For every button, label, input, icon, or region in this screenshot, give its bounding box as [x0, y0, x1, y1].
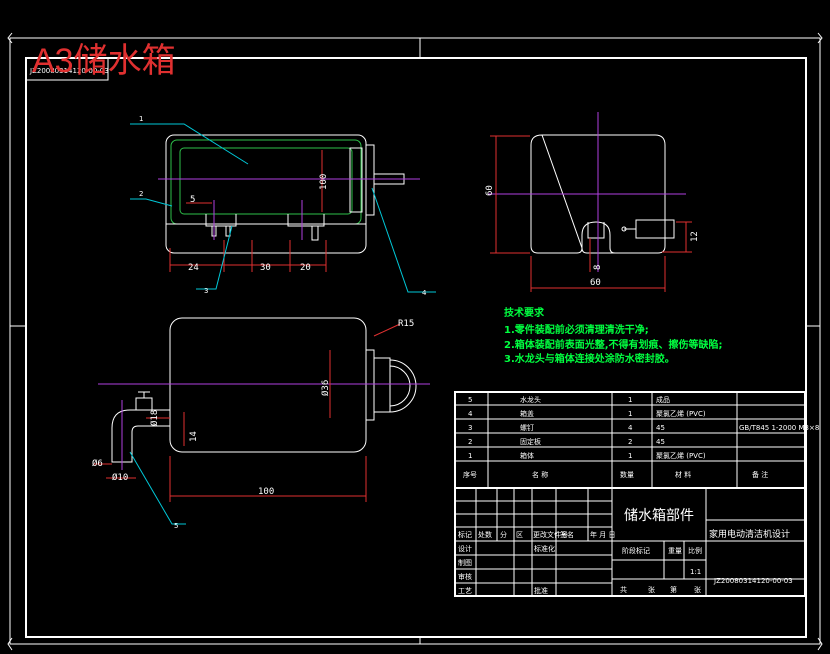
dim-20: 20 [300, 263, 311, 273]
sheet-label-2: 第 [670, 585, 677, 594]
bom-cell-qty: 4 [628, 424, 633, 432]
dim-24: 24 [188, 263, 199, 273]
tech-line-2: 2.箱体装配前表面光整,不得有划痕、擦伤等缺陷; [504, 338, 723, 351]
inner-frame [25, 57, 807, 638]
bom-cell-no: 5 [468, 396, 472, 404]
bom-cell-qty: 1 [628, 396, 632, 404]
bom-cell-name: 固定板 [520, 437, 541, 446]
top-view: 100 R15 Ø36 14 Ø18 Ø6 Ø10 5 [92, 317, 430, 530]
tech-line-3: 3.水龙头与箱体连接处涂防水密封胶。 [504, 352, 675, 365]
leader-2 [130, 198, 173, 207]
leader-4 [371, 187, 436, 293]
tech-title: 技术要求 [504, 306, 545, 319]
code-top-text: JZ20080314120-00-03 [29, 67, 109, 75]
bom-cell-material: 成品 [656, 395, 670, 404]
bom-table: 5 水龙头 1 成品 4 箱盖 1 聚氯乙烯 (PVC) 3 螺钉 4 45 GB/T845 1-200… [454, 391, 819, 489]
bom-cell-name: 螺钉 [520, 423, 534, 432]
dim-60-h: 60 [485, 185, 495, 196]
mid-label-0: 标准化 [534, 544, 555, 553]
dim-100-top: 100 [258, 487, 274, 497]
dim-18: Ø18 [149, 410, 160, 426]
bom-cell-no: 1 [468, 452, 472, 460]
sheet-title: A3储水箱 [32, 42, 176, 80]
sheet-label-3: 张 [694, 585, 701, 594]
bom-cell-material: 45 [656, 438, 665, 446]
row-label-4: 更改文件号 [533, 530, 568, 539]
row-label-3: 区 [516, 531, 523, 539]
dim-8: 8 [593, 265, 603, 270]
bom-cell-name: 水龙头 [520, 395, 541, 404]
dim-12: 12 [690, 231, 700, 242]
sheet-label-1: 张 [648, 585, 655, 594]
label-1: 1 [139, 115, 143, 123]
bom-h-qty: 数量 [620, 470, 634, 479]
bom-cell-no: 2 [468, 438, 472, 446]
side-view: 60 60 12 8 [485, 112, 700, 292]
bom-cell-qty: 2 [628, 438, 632, 446]
label-5: 5 [174, 522, 178, 530]
bom-h-material: 材 料 [675, 470, 691, 479]
tech-requirements: 技术要求 1.零件装配前必须清理清洗干净; 2.箱体装配前表面光整,不得有划痕、… [504, 306, 723, 365]
left-label-1: 制图 [458, 558, 472, 567]
left-label-2: 审核 [458, 572, 472, 581]
dim-60-w: 60 [590, 278, 601, 288]
dim-30: 30 [260, 263, 271, 273]
center-marks [7, 32, 823, 651]
mid-label-1: 批准 [534, 586, 548, 595]
bom-cell-remark: GB/T845 1-2000 M3×8 [739, 424, 819, 432]
dim-phi36: Ø36 [320, 380, 331, 396]
row-label-6: 年 月 日 [590, 530, 615, 539]
assembly-name: 储水箱部件 [624, 508, 694, 524]
bom-cell-qty: 1 [628, 410, 632, 418]
stage-label: 阶段标记 [622, 546, 650, 555]
sheet-label-0: 共 [620, 585, 627, 594]
leader-3 [196, 225, 233, 290]
bom-cell-name: 箱盖 [520, 409, 534, 418]
bom-cell-no: 4 [468, 410, 473, 418]
dim-phi6: Ø6 [92, 458, 103, 469]
row-label-2: 分 [500, 530, 507, 539]
left-label-3: 工艺 [458, 587, 472, 595]
row-label-0: 标记 [458, 530, 472, 539]
bom-cell-material: 45 [656, 424, 665, 432]
bom-h-remark: 备 注 [752, 470, 768, 479]
front-view: 24 30 20 100 5 1 2 3 4 [130, 115, 436, 297]
outer-frame [9, 37, 821, 645]
scale-value: 1:1 [690, 568, 701, 576]
bom-h-name: 名 称 [532, 470, 548, 479]
tech-line-1: 1.零件装配前必须清理清洗干净; [504, 323, 649, 336]
bom-h-no: 序号 [463, 470, 477, 479]
project-name: 家用电动清洁机设计 [709, 528, 790, 540]
row-label-1: 处数 [478, 530, 492, 539]
title-block: 储水箱部件 家用电动清洁机设计 JZ20080314120-00-03 1:1 … [454, 487, 806, 597]
bom-cell-qty: 1 [628, 452, 632, 460]
label-2: 2 [139, 190, 143, 198]
dim-100-front: 100 [319, 174, 329, 190]
scale-label: 比例 [688, 546, 702, 555]
dim-r15: R15 [398, 319, 414, 329]
title-code: JZ20080314120-00-03 [713, 577, 793, 585]
code-box [25, 57, 109, 81]
dim-5: 5 [190, 195, 195, 205]
bom-cell-name: 箱体 [520, 451, 534, 460]
label-3: 3 [204, 287, 208, 295]
label-4: 4 [422, 289, 427, 297]
dim-phi10: Ø10 [112, 472, 128, 483]
dim-14: 14 [189, 431, 199, 442]
weight-label: 重量 [668, 547, 682, 555]
bom-cell-no: 3 [468, 424, 472, 432]
bom-cell-material: 聚氯乙烯 (PVC) [656, 409, 706, 418]
row-label-5: 签名 [560, 530, 574, 539]
leader-5 [129, 451, 186, 525]
leader-1 [130, 123, 249, 165]
left-label-0: 设计 [458, 544, 472, 553]
bom-cell-material: 聚氯乙烯 (PVC) [656, 451, 706, 460]
